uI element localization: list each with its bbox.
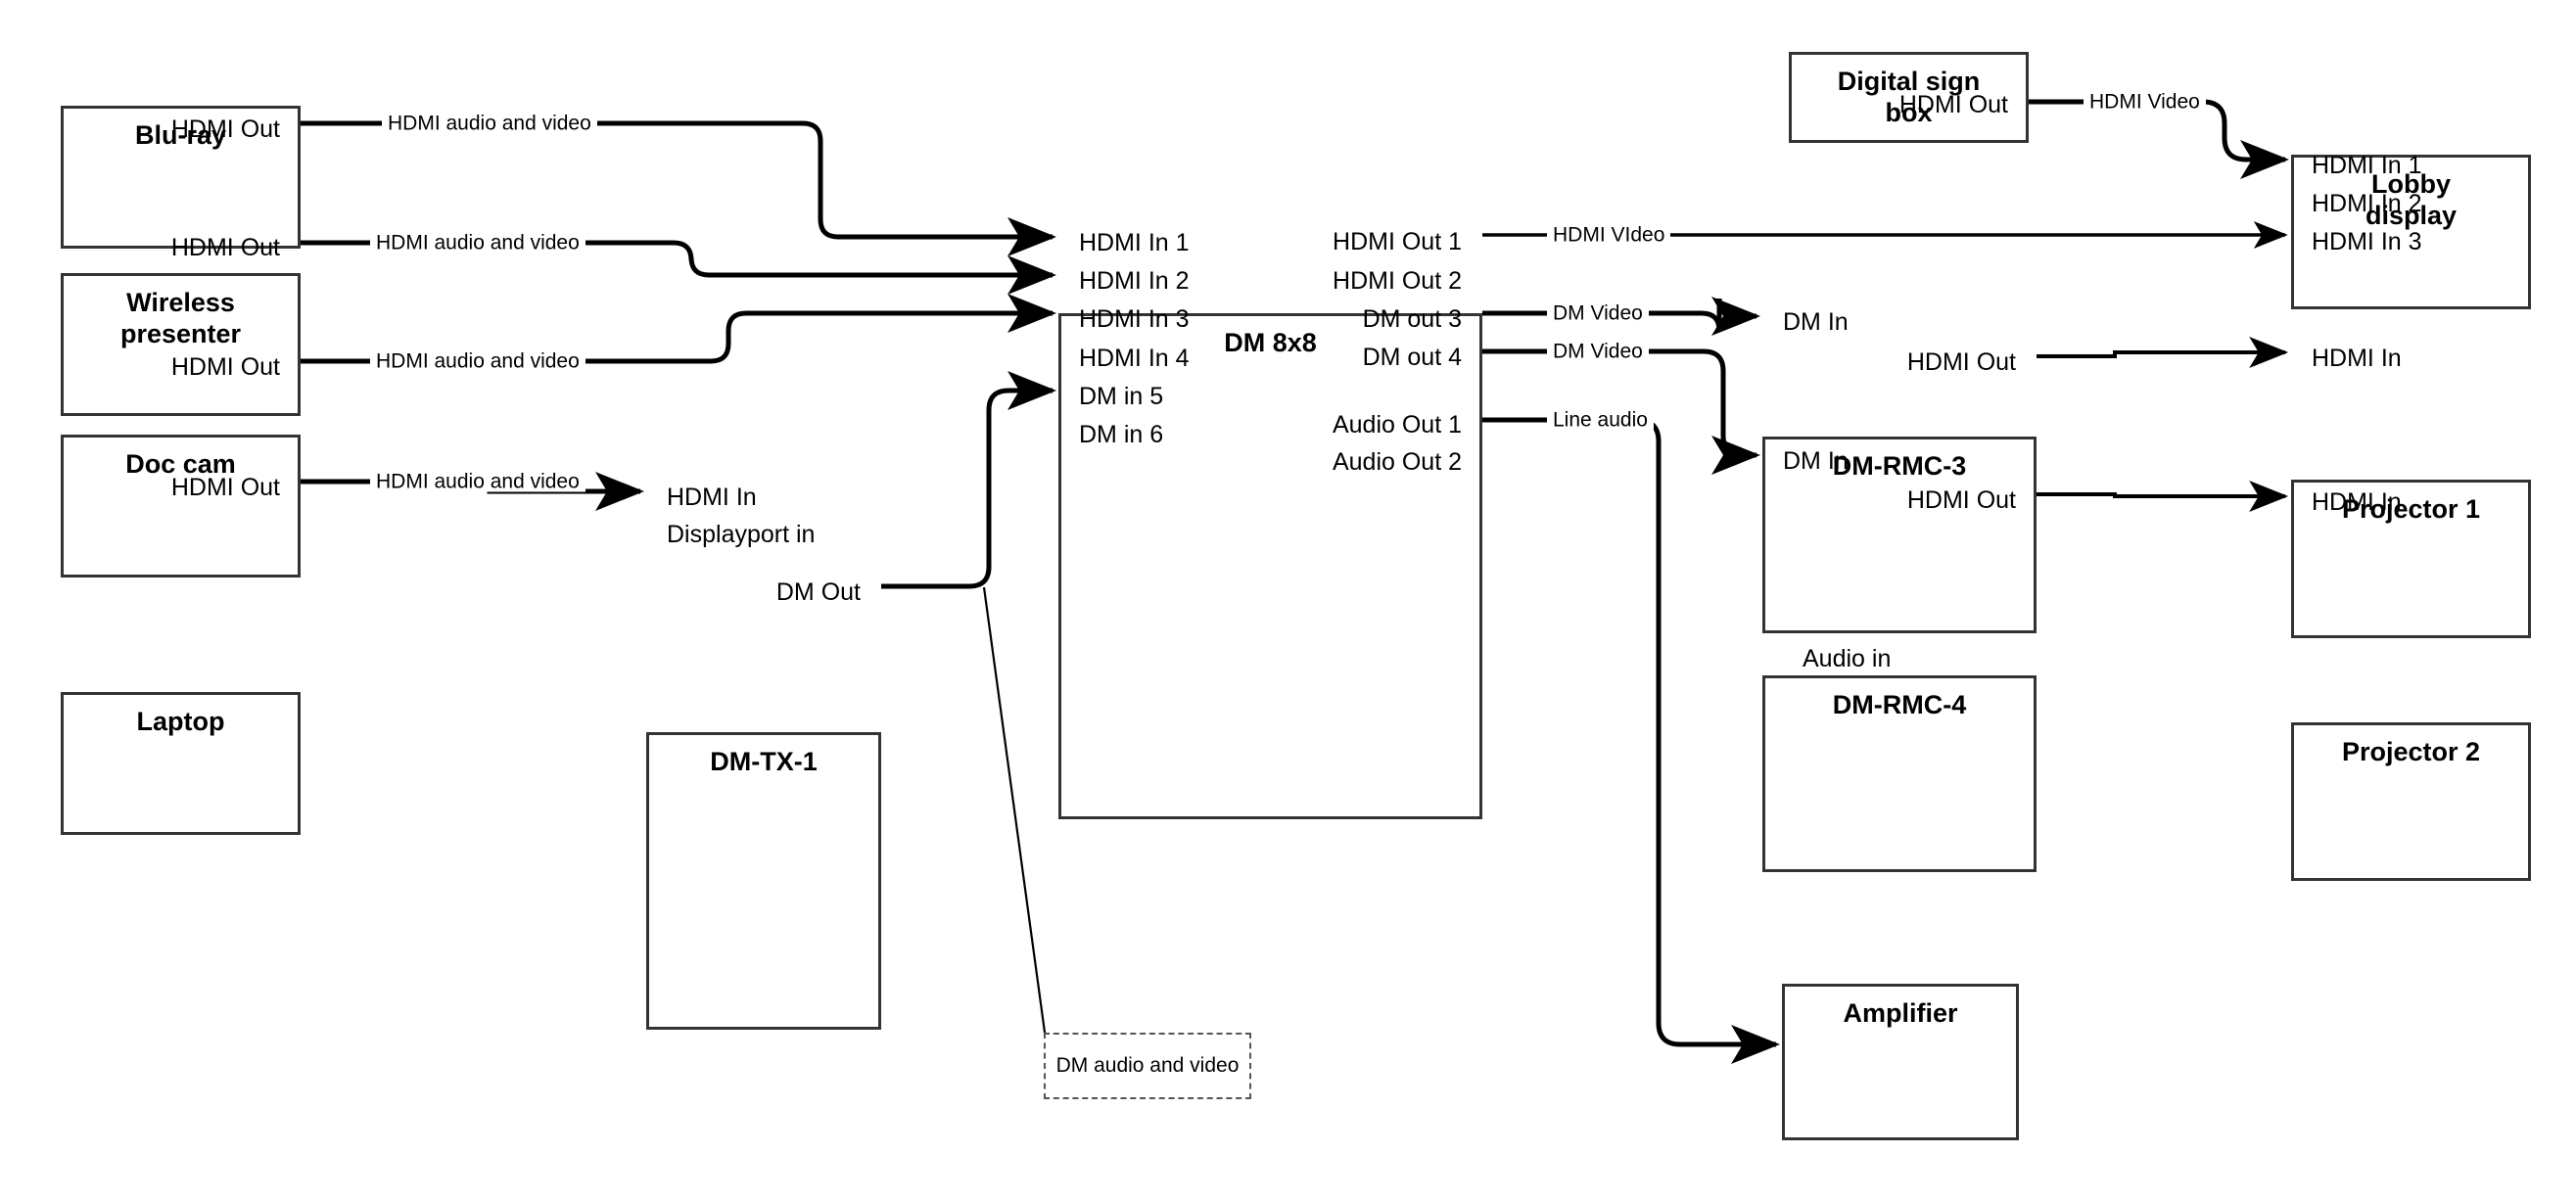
- device-title-rmc4: DM-RMC-4: [1832, 690, 1967, 719]
- port-rmc4-left-0[interactable]: DM In: [1783, 447, 1849, 475]
- device-title-proj2: Projector 2: [2341, 737, 2481, 766]
- wire-label-sign-to-lobby: HDMI Video: [2084, 91, 2206, 113]
- device-title-proj1: Projector 1: [2341, 494, 2481, 524]
- port-dm8x8-right-2[interactable]: DM out 3: [1362, 305, 1462, 333]
- port-dm8x8-left-5[interactable]: DM in 6: [1079, 421, 1164, 448]
- wire-label-bluray-to-dm: HDMI audio and video: [382, 113, 597, 134]
- callout-leader-line: [982, 586, 1048, 1040]
- wire-bluray-to-dm8x8-hdmi-in-1: [301, 120, 1057, 256]
- port-bluray-right-0[interactable]: HDMI Out: [170, 115, 280, 143]
- port-dm8x8-left-0[interactable]: HDMI In 1: [1079, 229, 1190, 256]
- device-title-laptop: Laptop: [136, 707, 225, 736]
- port-rmc3-right-0[interactable]: HDMI Out: [1906, 348, 2016, 376]
- port-amp-left-0[interactable]: Audio in: [1803, 645, 1892, 672]
- wire-label-laptop-to-tx: HDMI audio and video: [370, 471, 585, 492]
- port-lobby-left-2[interactable]: HDMI In 3: [2312, 228, 2422, 255]
- port-rmc3-left-0[interactable]: DM In: [1783, 308, 1849, 336]
- wire-dm8x8-dm-out-3-to-rmc3-dm-in: [1482, 297, 1761, 336]
- port-dm8x8-right-3[interactable]: DM out 4: [1362, 344, 1462, 371]
- wire-wireless-to-dm8x8-hdmi-in-2: [301, 240, 1057, 295]
- wire-dmtx1-to-dm8x8-dm-in-5: [881, 371, 1057, 589]
- wire-label-dmout3-label: DM Video: [1547, 302, 1649, 324]
- port-wireless-right-0[interactable]: HDMI Out: [170, 234, 280, 261]
- port-laptop-right-0[interactable]: HDMI Out: [170, 474, 280, 501]
- port-doccam-right-0[interactable]: HDMI Out: [170, 353, 280, 381]
- wire-label-hdmiout1-label: HDMI VIdeo: [1547, 224, 1671, 246]
- wire-doccam-to-dm8x8-hdmi-in-3: [301, 294, 1057, 364]
- port-dm8x8-right-4[interactable]: Audio Out 1: [1332, 411, 1462, 439]
- wire-label-audioout1-label: Line audio: [1547, 409, 1654, 431]
- device-box-amp[interactable]: Amplifier Audio in: [1782, 647, 2019, 1140]
- device-title-dm8x8: DM 8x8: [1224, 328, 1317, 357]
- port-dm8x8-right-1[interactable]: HDMI Out 2: [1333, 267, 1462, 295]
- callout-dm-audio-video-callout: DM audio and video: [1044, 1033, 1251, 1099]
- port-dm8x8-right-0[interactable]: HDMI Out 1: [1333, 228, 1462, 255]
- device-box-rmc4[interactable]: DM-RMC-4 DM In HDMI Out: [1762, 449, 2037, 872]
- port-proj2-left-0[interactable]: HDMI In: [2312, 488, 2402, 516]
- port-rmc4-right-0[interactable]: HDMI Out: [1906, 486, 2016, 514]
- wire-label-doccam-to-dm: HDMI audio and video: [370, 350, 585, 372]
- port-dm8x8-left-3[interactable]: HDMI In 4: [1079, 345, 1190, 372]
- device-box-proj2[interactable]: Projector 2 HDMI In: [2291, 490, 2531, 881]
- device-box-laptop[interactable]: Laptop HDMI Out: [61, 476, 301, 835]
- port-dm8x8-left-2[interactable]: HDMI In 3: [1079, 305, 1190, 333]
- device-title-rmc3: DM-RMC-3: [1832, 451, 1967, 481]
- wire-label-dmout4-label: DM Video: [1547, 341, 1649, 362]
- device-box-dmtx1[interactable]: DM-TX-1 HDMI In Displayport in DM Out: [646, 485, 881, 1030]
- port-dmtx1-left-1[interactable]: Displayport in: [667, 521, 816, 548]
- port-signbox-right-0[interactable]: HDMI Out: [1898, 91, 2008, 118]
- device-title-bluray: Blu-ray: [134, 120, 227, 150]
- wire-dm8x8-audio-out-1-to-amplifier: [1482, 417, 1781, 1064]
- port-dmtx1-right-0[interactable]: DM Out: [775, 578, 861, 606]
- port-dmtx1-left-0[interactable]: HDMI In: [667, 484, 757, 511]
- wire-rmc3-to-projector1-hdmi-in: [2037, 337, 2289, 368]
- port-lobby-left-1[interactable]: HDMI In 2: [2312, 190, 2422, 217]
- wire-dm8x8-dm-out-4-to-rmc4-dm-in: [1482, 348, 1761, 475]
- port-proj1-left-0[interactable]: HDMI In: [2312, 345, 2402, 372]
- wire-rmc4-to-projector2-hdmi-in: [2037, 481, 2289, 512]
- device-box-dm8x8[interactable]: DM 8x8 HDMI In 1 HDMI In 2 HDMI In 3 HDMI In…: [1058, 230, 1482, 819]
- port-dm8x8-left-4[interactable]: DM in 5: [1079, 383, 1164, 410]
- port-dm8x8-left-1[interactable]: HDMI In 2: [1079, 267, 1190, 295]
- device-title-dmtx1: DM-TX-1: [710, 747, 818, 776]
- port-lobby-left-0[interactable]: HDMI In 1: [2312, 152, 2422, 179]
- wire-label-wireless-to-dm: HDMI audio and video: [370, 232, 585, 254]
- device-title-amp: Amplifier: [1843, 998, 1958, 1028]
- device-title-doccam: Doc cam: [125, 449, 236, 479]
- port-dm8x8-right-5[interactable]: Audio Out 2: [1332, 448, 1462, 476]
- wire-signbox-to-lobby-hdmi-in-1: [2029, 99, 2290, 179]
